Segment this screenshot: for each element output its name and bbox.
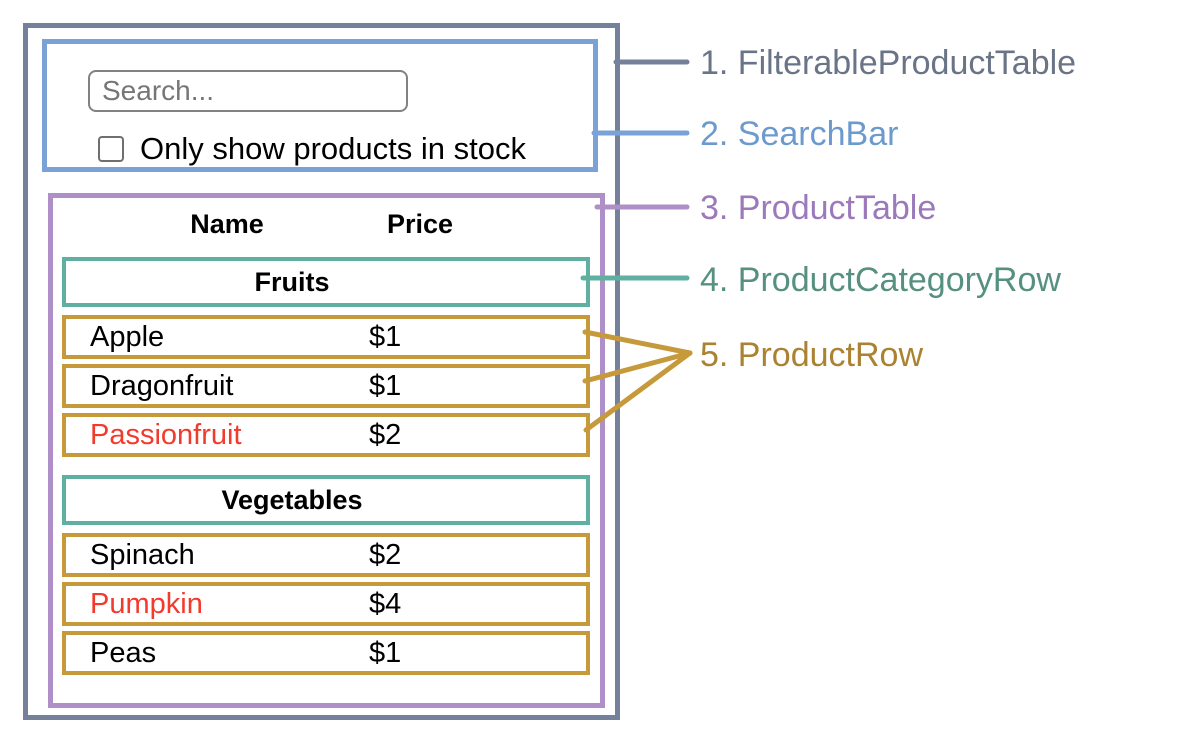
product-price-cell: $1 [369,320,402,353]
annotation-label-5: 5. ProductRow [700,336,923,374]
price-column-header: Price [386,209,454,239]
product-name-cell: Spinach [90,538,195,571]
product-name-cell: Pumpkin [90,587,203,620]
product-price-cell: $4 [369,587,402,620]
product-category-row: Vegetables [62,475,590,525]
annotation-label-1: 1. FilterableProductTable [700,44,1077,82]
product-name-cell: Peas [90,636,157,669]
product-price-cell: $2 [369,538,402,571]
product-price-cell: $1 [369,636,402,669]
product-row: Peas $1 [62,631,590,675]
product-price-cell: $1 [369,369,402,402]
product-row: Dragonfruit $1 [62,364,590,408]
annotation-label-3: 3. ProductTable [700,189,937,227]
product-name-cell: Passionfruit [90,418,242,451]
annotation-label-4: 4. ProductCategoryRow [700,261,1061,299]
filterable-product-table-box: Only show products in stock Name Price F… [23,23,620,720]
in-stock-checkbox[interactable] [98,136,124,162]
table-header-row: Name Price [53,209,600,239]
search-bar-box: Only show products in stock [42,39,598,172]
annotation-label-2: 2. SearchBar [700,115,899,153]
product-row: Pumpkin $4 [62,582,590,626]
in-stock-checkbox-label: Only show products in stock [140,131,526,166]
name-column-header: Name [190,209,264,239]
search-input[interactable] [88,70,408,112]
in-stock-checkbox-row: Only show products in stock [98,131,593,167]
product-row: Apple $1 [62,315,590,359]
product-category-row: Fruits [62,257,590,307]
product-price-cell: $2 [369,418,402,451]
product-row: Spinach $2 [62,533,590,577]
product-row: Passionfruit $2 [62,413,590,457]
product-name-cell: Apple [90,320,165,353]
product-name-cell: Dragonfruit [90,369,234,402]
